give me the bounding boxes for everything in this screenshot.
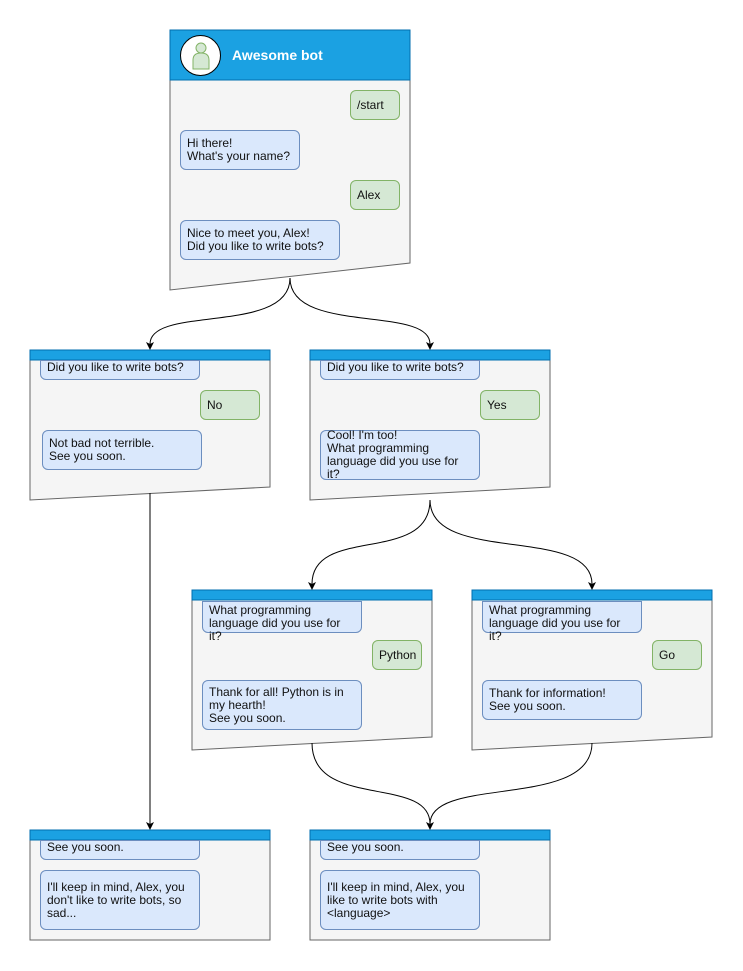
arrowhead: [146, 822, 154, 830]
user-message: /start: [350, 90, 400, 120]
bot-message: What programming language did you use fo…: [202, 601, 362, 643]
bot-message: What programming language did you use fo…: [482, 601, 642, 643]
bot-message: Nice to meet you, Alex! Did you like to …: [180, 220, 340, 260]
edge-start-to-yes: [289, 277, 431, 345]
bot-message: I'll keep in mind, Alex, you don't like …: [40, 870, 200, 930]
user-message: Go: [652, 640, 702, 670]
user-message: No: [200, 390, 260, 420]
edge-go-to-end: [429, 742, 593, 825]
bot-title: Awesome bot: [232, 47, 323, 63]
edge-yes-to-go: [429, 499, 593, 585]
arrowhead: [308, 582, 316, 590]
edge-python-to-end: [311, 742, 431, 825]
bot-message: Hi there! What's your name?: [180, 130, 300, 170]
edge-yes-to-python: [311, 499, 431, 585]
bot-avatar: [180, 35, 221, 76]
user-message: Python: [372, 640, 422, 670]
arrowhead: [426, 342, 434, 350]
user-message: Yes: [480, 390, 540, 420]
bot-message: See you soon.: [40, 840, 200, 860]
bot-message: See you soon.: [320, 840, 480, 860]
bot-message: Thank for information! See you soon.: [482, 680, 642, 720]
edge-start-to-no: [149, 277, 291, 345]
bot-message: Cool! I'm too! What programming language…: [320, 429, 480, 481]
bot-message: I'll keep in mind, Alex, you like to wri…: [320, 870, 480, 930]
bot-message: Did you like to write bots?: [320, 360, 480, 380]
bot-message: Not bad not terrible. See you soon.: [42, 430, 202, 470]
bot-message: Thank for all! Python is in my hearth! S…: [202, 680, 362, 730]
user-message: Alex: [350, 180, 400, 210]
arrowhead: [146, 342, 154, 350]
user-icon: [192, 42, 210, 70]
arrowhead: [588, 582, 596, 590]
arrowhead: [426, 822, 434, 830]
bot-message: Did you like to write bots?: [40, 360, 200, 380]
